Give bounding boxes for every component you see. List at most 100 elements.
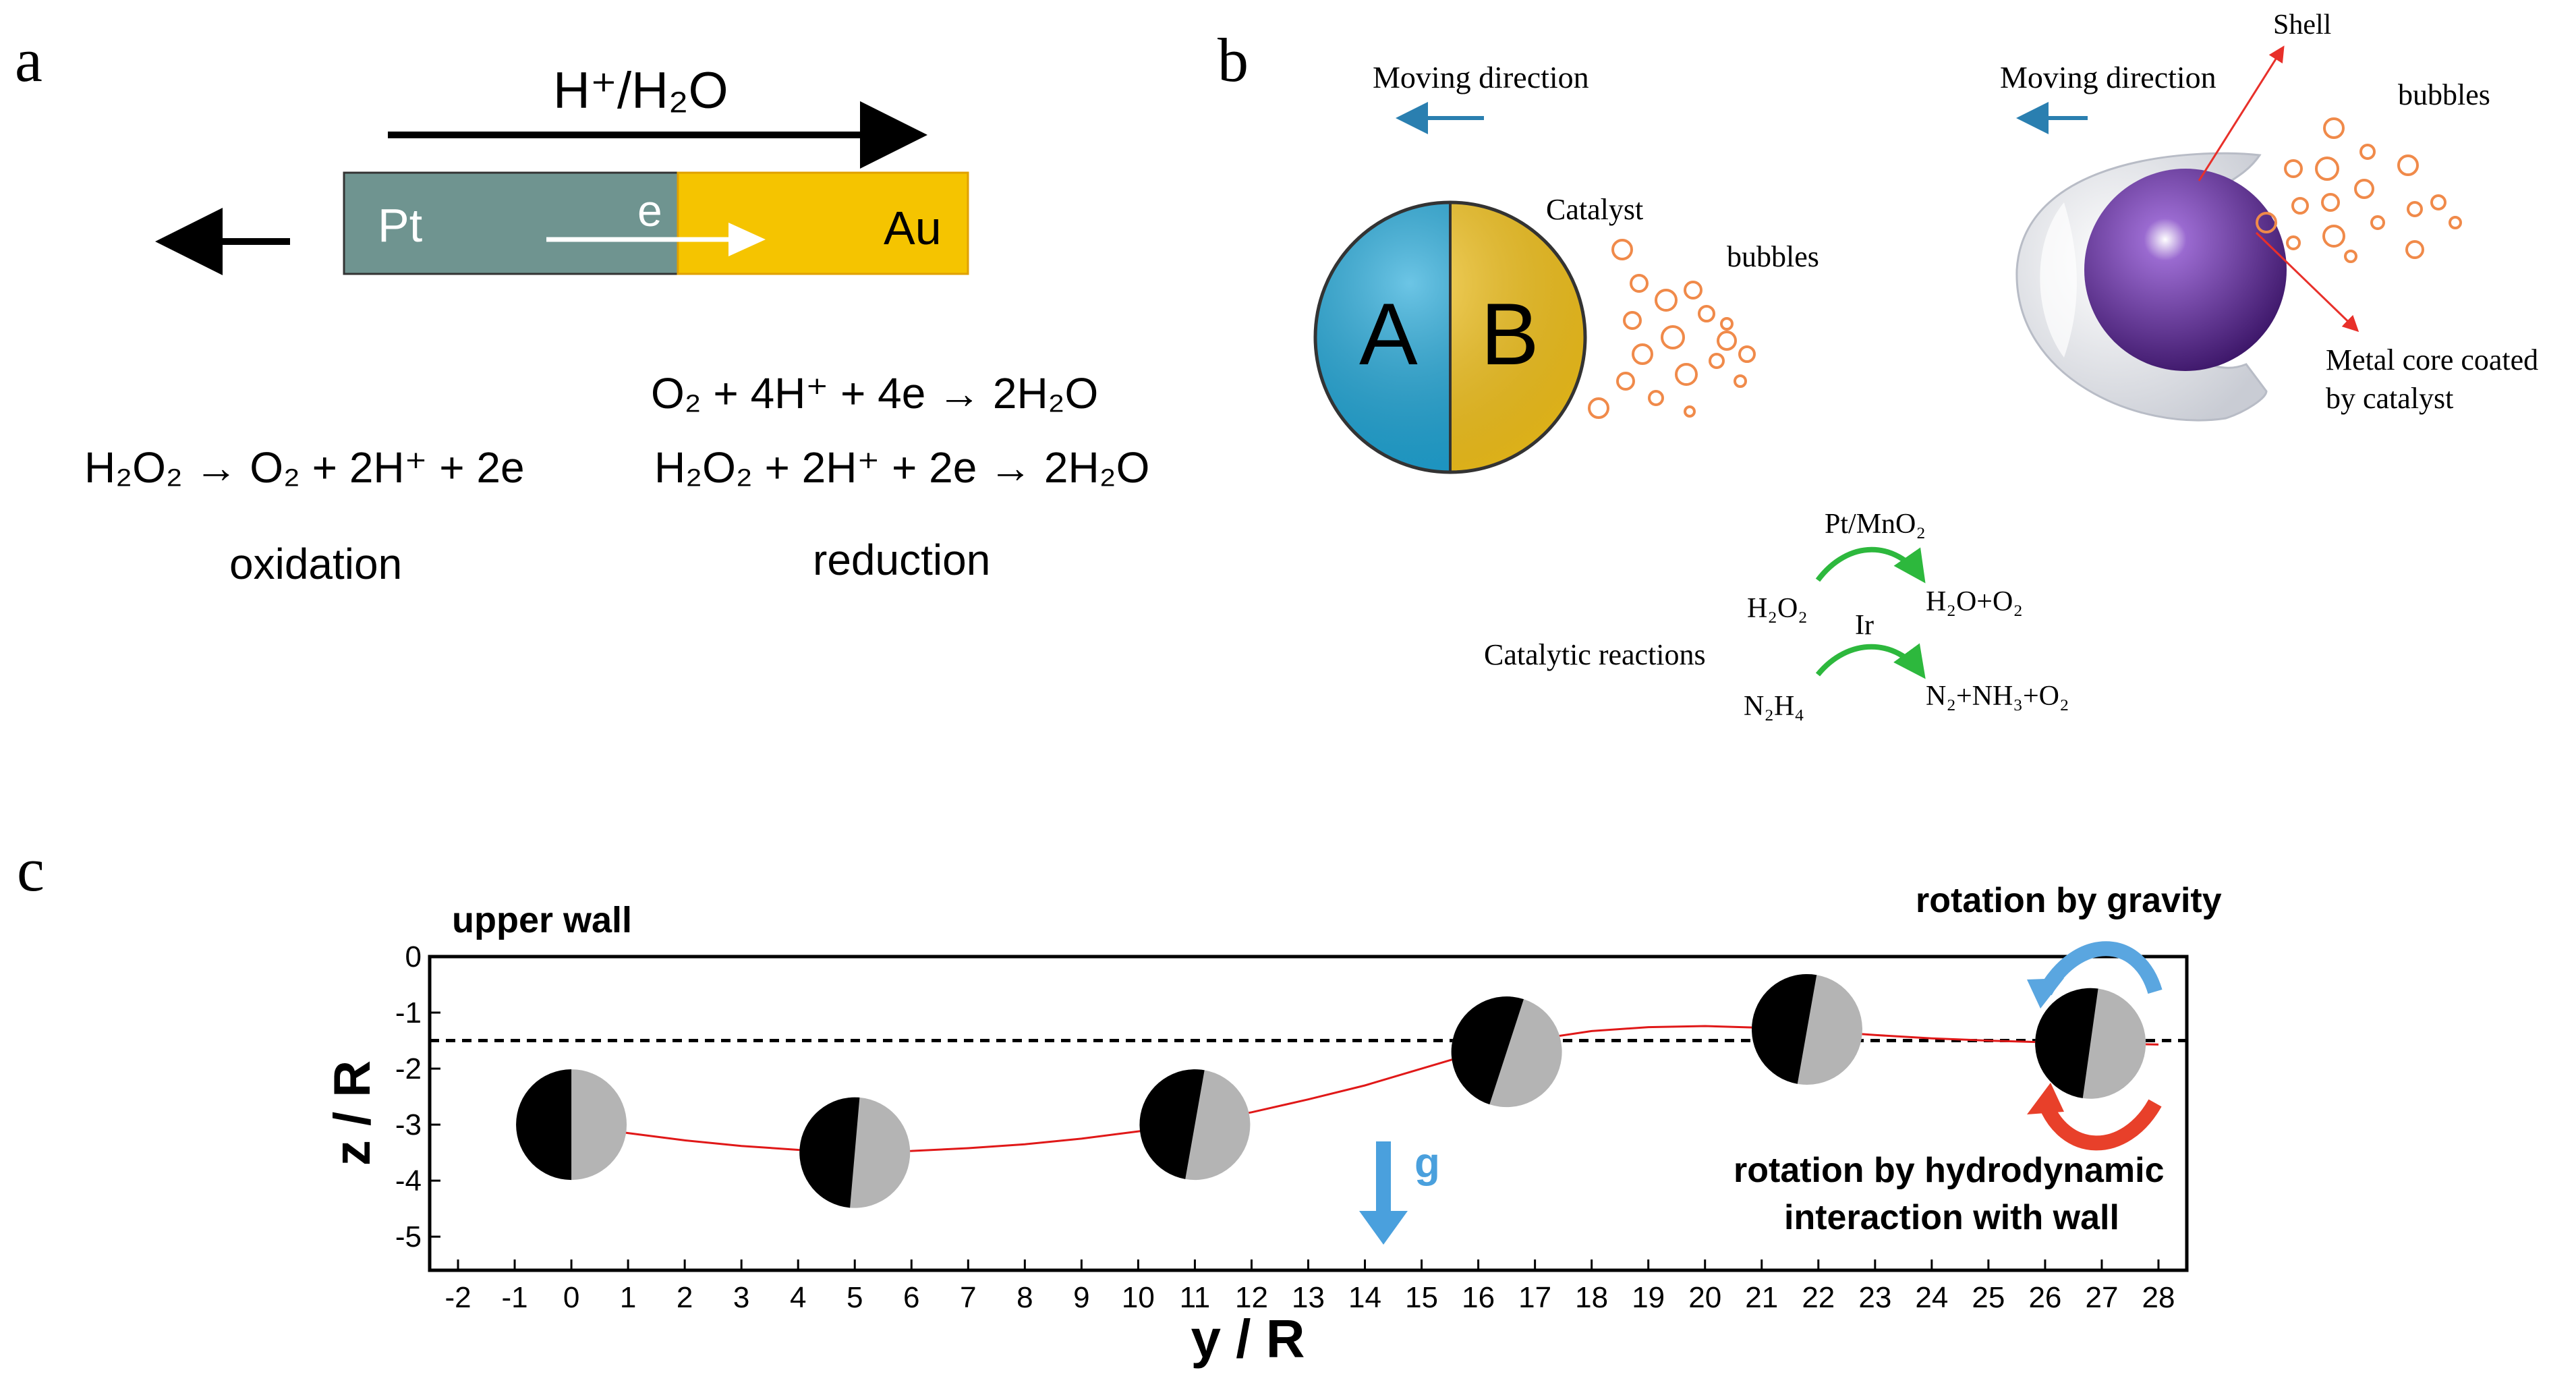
x-tick-label: 22 — [1802, 1281, 1835, 1314]
r1-catalyst: Pt/MnO₂ — [1825, 509, 1926, 540]
x-tick-label: 7 — [960, 1281, 976, 1314]
eq-reduction-1: O₂ + 4H⁺ + 4e → 2H₂O — [651, 369, 1098, 418]
r2-catalyst: Ir — [1855, 610, 1874, 641]
electron-arrow-head — [728, 223, 766, 256]
core-pointer — [2255, 231, 2359, 333]
x-tick-label: 25 — [1972, 1281, 2005, 1314]
catalyst-label: Catalyst — [1546, 193, 1643, 226]
metal-core-label-2: by catalyst — [2326, 382, 2453, 415]
x-tick-label: 17 — [1518, 1281, 1551, 1314]
rotation-hydro-arrow — [2036, 1097, 2162, 1151]
x-tick-label: 23 — [1858, 1281, 1891, 1314]
x-tick-label: 24 — [1915, 1281, 1948, 1314]
x-tick-label: 2 — [677, 1281, 693, 1314]
eq-oxidation: H₂O₂ → O₂ + 2H⁺ + 2e — [84, 443, 525, 492]
janus-particle — [1139, 1069, 1251, 1181]
r1-product: H₂O+O₂ — [1926, 586, 2023, 617]
y-tick-label: -5 — [395, 1220, 422, 1253]
y-tick-label: -1 — [395, 996, 422, 1029]
x-tick-label: -1 — [501, 1281, 527, 1314]
y-axis-label: z / R — [324, 1060, 381, 1166]
x-tick-label: -2 — [445, 1281, 471, 1314]
x-tick-label: 1 — [620, 1281, 636, 1314]
x-tick-label: 6 — [903, 1281, 919, 1314]
x-tick-label: 12 — [1235, 1281, 1268, 1314]
x-tick-label: 15 — [1405, 1281, 1438, 1314]
r2-product: N₂+NH₃+O₂ — [1926, 681, 2069, 712]
y-tick-label: -3 — [395, 1108, 422, 1141]
janus-sphere: A B — [1313, 200, 1587, 474]
x-tick-label: 11 — [1180, 1281, 1211, 1314]
eq-reduction-2: H₂O₂ + 2H⁺ + 2e → 2H₂O — [654, 443, 1149, 492]
r2-arrow — [1815, 643, 1926, 679]
y-tick-label: -2 — [395, 1052, 422, 1085]
electron-label: e — [637, 186, 662, 235]
y-axis-ticks: 0 -1 -2 -3 -4 -5 — [395, 940, 440, 1253]
x-tick-label: 27 — [2085, 1281, 2118, 1314]
au-segment — [677, 171, 969, 275]
janus-a-label: A — [1359, 285, 1418, 383]
r1-reactant: H₂O₂ — [1747, 593, 1808, 624]
x-tick-label: 20 — [1688, 1281, 1721, 1314]
janus-particle — [1751, 973, 1862, 1085]
x-tick-label: 4 — [790, 1281, 806, 1314]
y-tick-label: 0 — [405, 940, 422, 973]
rotation-gravity-arrow — [2038, 941, 2163, 996]
x-axis-label: y / R — [1191, 1309, 1305, 1369]
rotation-hydro-label-2: interaction with wall — [1784, 1198, 2119, 1237]
moving-direction-label-2: Moving direction — [2000, 60, 2216, 94]
janus-particle — [516, 1069, 627, 1181]
au-label: Au — [884, 202, 942, 254]
panel-c: c upper wall rotation by gravity rotatio… — [17, 835, 2222, 1369]
panel-a: a H⁺/H₂O Pt Au e O₂ + 4H⁺ + 4e → 2H₂O H₂… — [15, 26, 1149, 588]
janus-b-label: B — [1481, 285, 1539, 383]
janus-particle — [2035, 988, 2146, 1099]
janus-particle — [799, 1097, 911, 1208]
panel-a-label: a — [15, 26, 42, 94]
panel-b: b Moving direction A B Catalyst bubbles … — [1218, 9, 2538, 722]
x-tick-label: 16 — [1462, 1281, 1495, 1314]
pt-label: Pt — [378, 199, 422, 252]
rotation-gravity-label: rotation by gravity — [1916, 881, 2222, 920]
bubbles-group-1 — [1588, 239, 1756, 419]
x-tick-label: 21 — [1745, 1281, 1778, 1314]
oxidation-label: oxidation — [229, 540, 402, 588]
bubbles-group-2 — [2256, 117, 2462, 263]
gravity-arrow — [1359, 1141, 1408, 1245]
x-tick-label: 8 — [1017, 1281, 1033, 1314]
metal-core — [2084, 169, 2287, 371]
y-tick-label: -4 — [395, 1164, 422, 1197]
x-tick-label: 13 — [1292, 1281, 1325, 1314]
x-tick-label: 14 — [1348, 1281, 1381, 1314]
h-plus-water-label: H⁺/H₂O — [553, 62, 728, 119]
x-tick-label: 26 — [2028, 1281, 2061, 1314]
upper-wall-label: upper wall — [452, 900, 632, 940]
x-tick-label: 3 — [733, 1281, 749, 1314]
x-tick-label: 28 — [2142, 1281, 2175, 1314]
core-shell-particle — [2015, 152, 2287, 422]
rotation-hydro-label-1: rotation by hydrodynamic — [1734, 1151, 2165, 1190]
x-tick-label: 10 — [1122, 1281, 1155, 1314]
x-tick-label: 9 — [1073, 1281, 1089, 1314]
x-tick-label: 0 — [563, 1281, 579, 1314]
x-tick-label: 18 — [1575, 1281, 1608, 1314]
r1-arrow — [1815, 546, 1926, 584]
panel-c-label: c — [17, 835, 45, 904]
shell-pointer — [2198, 45, 2285, 181]
reactions-label: Catalytic reactions — [1484, 638, 1706, 671]
reduction-label: reduction — [813, 536, 990, 584]
moving-direction-label-1: Moving direction — [1373, 60, 1589, 94]
pt-segment — [343, 171, 679, 275]
x-tick-label: 19 — [1632, 1281, 1665, 1314]
gravity-label: g — [1414, 1140, 1440, 1187]
bubbles-label-2: bubbles — [2398, 78, 2490, 111]
panel-b-label: b — [1218, 26, 1249, 94]
shell-label: Shell — [2273, 9, 2331, 40]
janus-particle — [1451, 996, 1562, 1108]
metal-core-label-1: Metal core coated — [2326, 343, 2538, 376]
bubbles-label-1: bubbles — [1727, 240, 1819, 273]
x-tick-label: 5 — [847, 1281, 863, 1314]
